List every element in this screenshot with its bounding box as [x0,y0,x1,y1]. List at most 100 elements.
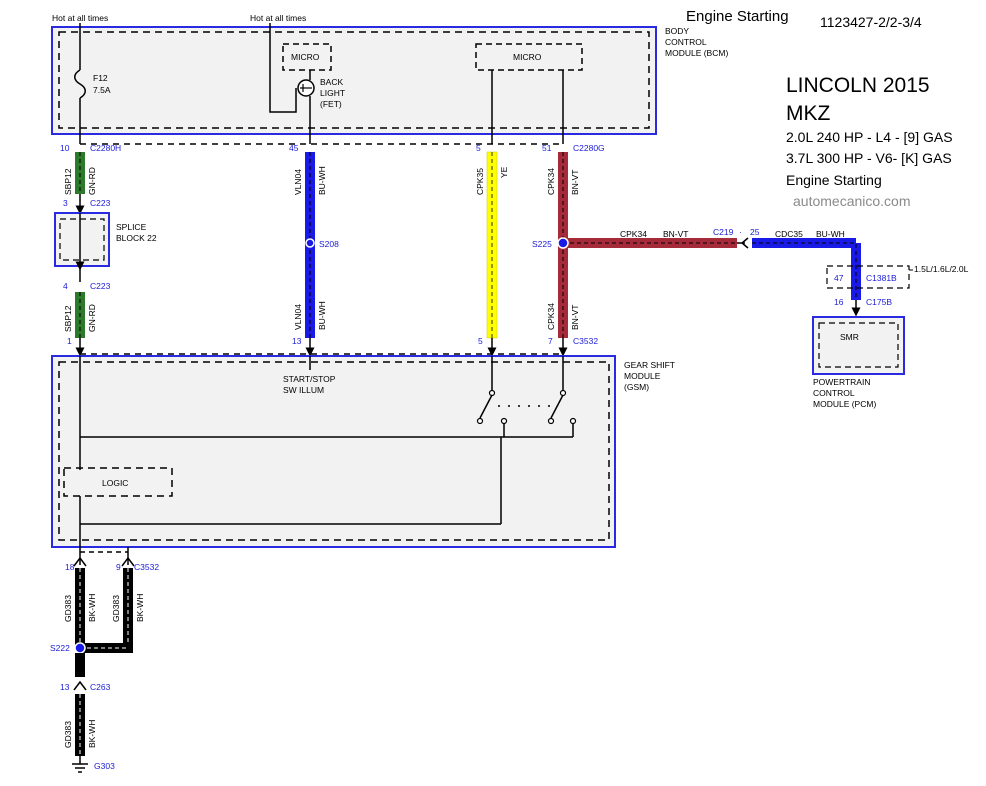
splice-block-label-1: SPLICE [116,222,147,232]
gsm-label-1: GEAR SHIFT [624,360,675,370]
pin-13-ground: 13 [60,682,70,692]
pin-1: 1 [67,336,72,346]
connector-arrow-icon [73,556,87,567]
bcm-module [51,26,657,135]
gsm-label-3: (GSM) [624,382,649,392]
connector-c2280h: C2280H [90,143,121,153]
site-watermark: automecanico.com [793,193,911,209]
pin-13: 13 [292,336,302,346]
splice-s225: S225 [532,239,552,249]
wire-w1-circuit: SBP12 [63,168,73,195]
pin-5-top: 5 [476,143,481,153]
wire-w6-color: BN-VT [570,170,580,196]
wire-w1-color: GN-RD [87,167,97,195]
fuse-rating: 7.5A [93,85,111,95]
connector-c219-separator: · [739,227,742,237]
vehicle-spec-2: 3.7L 300 HP - V6- [K] GAS [786,150,952,166]
micro-right-label: MICRO [513,52,542,62]
pcm-label-1: POWERTRAIN [813,377,870,387]
ground-g303: G303 [94,761,115,771]
pcm-label-2: CONTROL [813,388,855,398]
wire-w5-color: YE [499,166,509,178]
pin-9: 9 [116,562,121,572]
splice-block-label-2: BLOCK 22 [116,233,157,243]
wire-cdc35-vertical [851,243,861,300]
gsm-illum-1: START/STOP [283,374,336,384]
backlight-label-3: (FET) [320,99,342,109]
micro-left-box [282,43,332,71]
document-id: 1123427-2/2-3/4 [820,14,922,30]
pin-51: 51 [542,143,552,153]
connector-arrow-icon [73,680,87,691]
pin-25: 25 [750,227,760,237]
wire-gd383-mid [75,653,85,677]
pin-3: 3 [63,198,68,208]
micro-right-box [475,43,583,71]
wire-w8-circuit: CPK34 [620,229,647,239]
connector-c2280g: C2280G [573,143,605,153]
connector-c175b: C175B [866,297,892,307]
connector-c3532-bottom: C3532 [134,562,159,572]
bcm-label-3: MODULE (BCM) [665,48,728,58]
connector-c219: C219 [713,227,734,237]
gsm-label-2: MODULE [624,371,661,381]
wire-w2-color: GN-RD [87,304,97,332]
logic-box [63,467,173,497]
hot-at-all-times-right: Hot at all times [250,13,306,23]
connector-arrow-icon [121,556,135,567]
wire-w2-circuit: SBP12 [63,305,73,332]
vehicle-spec-1: 2.0L 240 HP - L4 - [9] GAS [786,129,953,145]
engine-starting-title: Engine Starting [686,8,789,25]
wire-w9-color: BU-WH [816,229,845,239]
pin-5-bottom: 5 [478,336,483,346]
pin-47: 47 [834,273,844,283]
connector-c223-top: C223 [90,198,111,208]
logic-label: LOGIC [102,478,128,488]
pcm-module [812,316,905,375]
splice-dot-icon [74,642,86,654]
wire-w5-circuit: CPK35 [475,168,485,195]
wire-w3-color: BU-WH [317,166,327,195]
splice-dot-icon [305,238,315,248]
switch-icon [476,356,508,437]
splice-s222: S222 [50,643,70,653]
wire-w6-circuit: CPK34 [546,168,556,195]
wire-w4-circuit: VLN04 [293,304,303,330]
vehicle-model: MKZ [786,102,831,125]
bcm-label-2: CONTROL [665,37,707,47]
vehicle-make-year: LINCOLN 2015 [786,74,930,97]
micro-left-label: MICRO [291,52,320,62]
wire-w7-circuit: CPK34 [546,303,556,330]
fuse-name: F12 [93,73,108,83]
switch-icon [547,356,577,437]
smr-label: SMR [840,332,859,342]
pin-45: 45 [289,143,299,153]
gsm-illum-2: SW ILLUM [283,385,324,395]
bcm-label-1: BODY [665,26,689,36]
fet-icon [297,79,315,97]
splice-dot-icon [557,237,569,249]
splice-block-22 [54,212,110,267]
engine-note: 1.5L/1.6L/2.0L [914,264,969,274]
wire-gd383-left [75,568,85,648]
connector-c3532-top: C3532 [573,336,598,346]
pin-16: 16 [834,297,844,307]
connector-c1381b-box [826,265,910,289]
backlight-label-1: BACK [320,77,343,87]
wire-w12-circuit: GD383 [63,721,73,748]
wire-w10-color: BK-WH [87,594,97,622]
gsm-module [51,355,616,548]
pin-7: 7 [548,336,553,346]
fuse-icon [74,69,86,99]
pin-18: 18 [65,562,75,572]
wire-w7-color: BN-VT [570,305,580,331]
wire-w11-circuit: GD383 [111,595,121,622]
pcm-label-3: MODULE (PCM) [813,399,876,409]
vehicle-system: Engine Starting [786,172,882,188]
splice-s208: S208 [319,239,339,249]
wire-w9-circuit: CDC35 [775,229,803,239]
connector-c1381b: C1381B [866,273,897,283]
wire-w10-circuit: GD383 [63,595,73,622]
